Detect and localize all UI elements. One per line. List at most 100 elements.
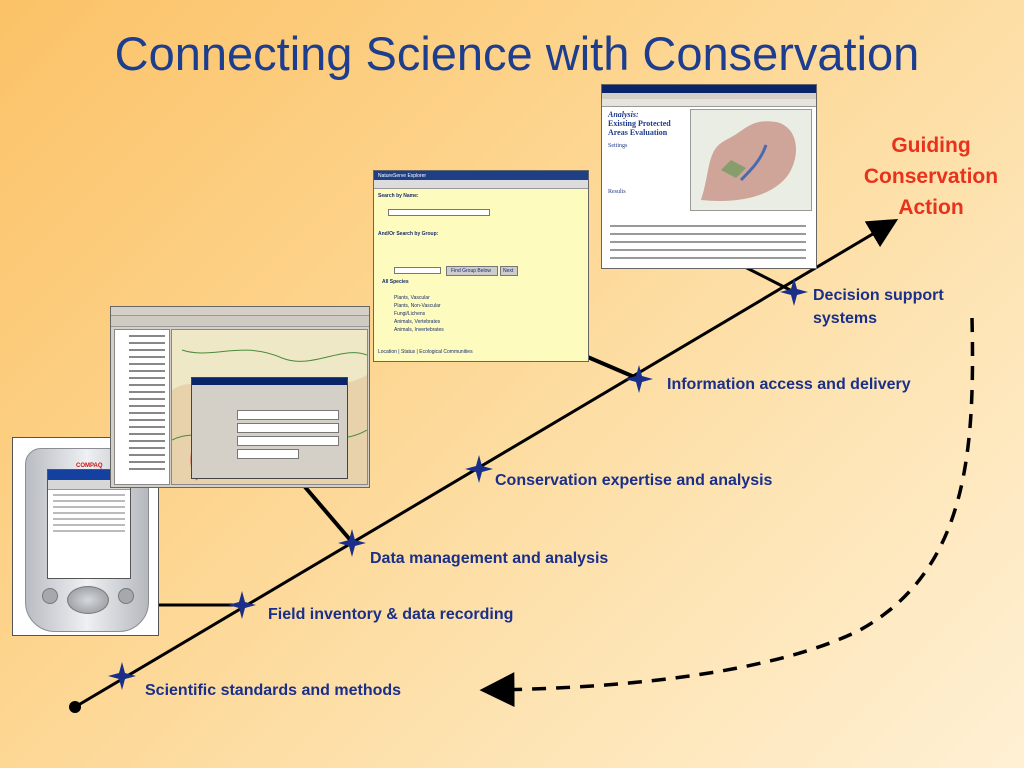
pda-button (42, 588, 58, 604)
gis-layer (129, 412, 165, 414)
natureserve-explorer-screenshot: NatureServe Explorer Search by Name: And… (373, 170, 589, 362)
pda-row (53, 524, 125, 526)
start-dot (69, 701, 81, 713)
gis-layer (129, 335, 165, 337)
pda-brand: COMPAQ (76, 463, 103, 469)
report-menubar (602, 93, 816, 99)
guiding-line2: Conservation (863, 165, 999, 188)
gis-dialog-titlebar (192, 378, 347, 385)
name-search-input[interactable] (388, 209, 490, 216)
guiding-line3: Action (898, 196, 964, 219)
search-by-name-heading: Search by Name: (378, 193, 419, 199)
step-data-management: Data management and analysis (370, 550, 609, 567)
report-address-bar (602, 99, 816, 107)
report-titlebar (602, 85, 816, 93)
report-heading-2: Existing Protected (608, 119, 671, 128)
gis-layer (129, 419, 165, 421)
gis-field (237, 449, 299, 459)
report-table-row (610, 225, 806, 227)
gis-screenshot (110, 306, 370, 488)
gis-layer (129, 370, 165, 372)
gis-layer (129, 349, 165, 351)
all-species-label: All Species (382, 279, 409, 285)
page-title: Connecting Science with Conservation (114, 27, 920, 80)
explorer-site-name: NatureServe Explorer (378, 173, 427, 179)
search-by-group-heading: And/Or Search by Group: (378, 231, 439, 237)
step-conservation-expertise: Conservation expertise and analysis (495, 472, 773, 489)
pda-titlebar (48, 470, 130, 480)
star-icon (228, 591, 256, 619)
gis-layer (129, 398, 165, 400)
step-decision-support-line1: Decision support (813, 287, 944, 304)
report-map-drawing (701, 121, 796, 201)
group-search-input[interactable] (394, 267, 441, 274)
explorer-footer-links[interactable]: Location | Status | Ecological Communiti… (378, 349, 473, 355)
gis-field (237, 436, 339, 446)
gis-layer (129, 363, 165, 365)
report-heading-3: Areas Evaluation (608, 128, 668, 137)
gis-layer (129, 342, 165, 344)
connector-explorer (582, 353, 640, 381)
report-map (690, 109, 812, 211)
report-table-row (610, 233, 806, 235)
step-scientific-standards: Scientific standards and methods (145, 682, 402, 699)
gis-field (237, 410, 339, 420)
gis-menubar (111, 307, 369, 316)
star-icon (338, 529, 366, 557)
gis-layer (129, 356, 165, 358)
report-settings: Settings (608, 143, 628, 149)
progress-arrow (74, 218, 899, 709)
gis-layer-list (114, 329, 170, 485)
connector-gis (303, 485, 354, 544)
next-button[interactable]: Next (500, 266, 518, 276)
guiding-line1: Guiding (891, 134, 971, 157)
star-icon (465, 455, 493, 483)
gis-layer (129, 391, 165, 393)
gis-layer (129, 426, 165, 428)
find-group-button-label: Find Group Below (451, 268, 492, 274)
gis-layer (129, 377, 165, 379)
pda-row (53, 500, 125, 502)
step-decision-support-line2: systems (813, 310, 878, 327)
step-field-inventory: Field inventory & data recording (268, 606, 514, 623)
explorer-tabs (374, 180, 588, 189)
explorer-header: NatureServe Explorer (374, 171, 588, 180)
report-table-row (610, 249, 806, 251)
report-table-row (610, 241, 806, 243)
gis-layer (129, 405, 165, 407)
gis-layer (129, 454, 165, 456)
star-icon (108, 662, 136, 690)
next-button-label: Next (503, 268, 514, 274)
group-option[interactable]: Animals, Vertebrates (394, 319, 441, 325)
report-heading-1: Analysis: (608, 110, 639, 119)
gis-toolbar (111, 316, 369, 327)
pda-toolbar (48, 480, 130, 490)
pda-row (53, 518, 125, 520)
pda-row (53, 512, 125, 514)
gis-layer (129, 461, 165, 463)
group-option[interactable]: Plants, Non-Vascular (394, 303, 441, 309)
star-icon (780, 278, 808, 306)
report-results: Results (608, 189, 626, 195)
gis-layer (129, 433, 165, 435)
gis-layer (129, 468, 165, 470)
feedback-dashed-arrow (479, 317, 975, 708)
pda-row (53, 494, 125, 496)
group-option[interactable]: Fungi/Lichens (394, 311, 426, 317)
gis-attribute-dialog (191, 377, 348, 479)
group-option[interactable]: Plants, Vascular (394, 295, 430, 301)
find-group-button[interactable]: Find Group Below (446, 266, 498, 276)
gis-field (237, 423, 339, 433)
guiding-conservation-action: Guiding Conservation Action (846, 130, 1016, 223)
gis-layer (129, 384, 165, 386)
pda-navigation-pad (67, 586, 109, 614)
gis-layer (129, 447, 165, 449)
report-table-row (610, 257, 806, 259)
step-decision-support: Decision support systems (813, 284, 944, 330)
group-option[interactable]: Animals, Invertebrates (394, 327, 444, 333)
site-report-screenshot: Analysis: Existing Protected Areas Evalu… (601, 84, 817, 269)
gis-layer (129, 440, 165, 442)
pda-row (53, 530, 125, 532)
pda-button (118, 588, 134, 604)
